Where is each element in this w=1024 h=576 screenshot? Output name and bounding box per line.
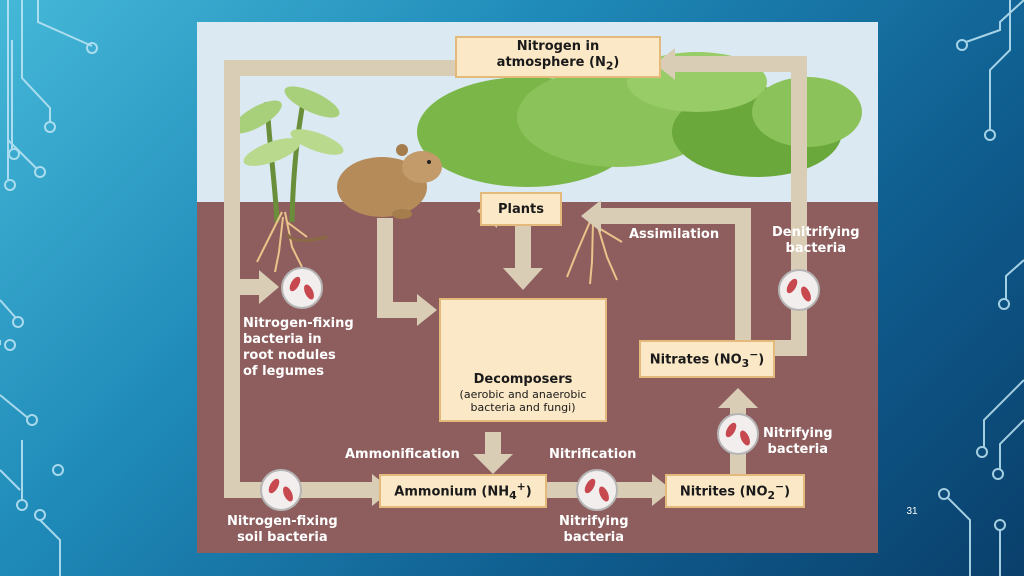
arrow-rodent-to-decomposers-head [417,294,437,326]
slide-page-number: 31 [906,506,918,517]
nitrogen-cycle-diagram: Nitrogen in atmosphere (N2) Plants Decom… [197,22,878,553]
nitrates-box: Nitrates (NO3−) [639,340,775,378]
arrow-decomp-down-head [473,454,513,474]
denitrifying-label: Denitrifying bacteria [772,225,860,256]
decomposers-sub2: bacteria and fungi) [470,401,576,414]
ammonium-box: Ammonium (NH4+) [379,474,547,508]
atmosphere-box: Nitrogen in atmosphere (N2) [455,36,661,78]
bacteria-soil [260,469,302,511]
arrow-plants-down-stem [515,222,531,270]
decomposers-sub1: (aerobic and anaerobic [459,388,587,401]
arrow-nitrification-head [652,474,672,506]
arrow-assimilation-up [735,208,751,340]
arrow-to-nodules-stem [224,279,264,295]
arrow-assimilation-head [581,200,601,232]
decomposers-title: Decomposers [473,372,573,387]
nitrification-label: Nitrification [549,447,637,462]
plants-label: Plants [498,201,544,217]
plant-roots-left [256,211,308,273]
leafy-plant-foliage [417,52,862,187]
arrow-rodent-down [377,218,393,308]
arrow-top-right-head [655,48,675,80]
nitrifying-bottom-label: Nitrifying bacteria [559,514,629,545]
nitrites-box: Nitrites (NO2−) [665,474,805,508]
arrow-top-left [224,60,459,76]
bacteria-nitrifying-bottom [576,469,618,511]
arrow-to-nodules-head [259,270,279,304]
nodules-label: Nitrogen-fixing bacteria in root nodules… [243,316,354,379]
legume-plant [232,86,344,223]
decomposers-box: Decomposers (aerobic and anaerobic bacte… [439,298,607,422]
arrow-plants-down-head [503,268,543,290]
assimilation-label: Assimilation [629,227,720,242]
arrow-rodent-to-decomposers-stem [377,302,417,318]
ammonification-label: Ammonification [345,447,460,462]
arrow-top-right-stem [667,56,807,72]
atmosphere-line2: atmosphere (N2) [496,55,620,73]
arrow-decomp-down-stem [485,432,501,458]
bacteria-nitrifying-right [717,413,759,455]
bacteria-nodules [281,267,323,309]
arrow-nitrates-to-denitrify [775,340,807,356]
arrow-nitrites-up-head [718,388,758,408]
plants-box: Plants [480,192,562,226]
nitrifying-right-label: Nitrifying bacteria [763,426,833,457]
soil-bacteria-label: Nitrogen-fixing soil bacteria [227,514,338,545]
bacteria-denitrifying [778,269,820,311]
nitrites-label: Nitrites (NO2−) [679,480,791,502]
atmosphere-line1: Nitrogen in [516,39,600,55]
ammonium-label: Ammonium (NH4+) [394,480,532,502]
rodent-illustration [285,144,442,242]
nitrates-label: Nitrates (NO3−) [649,348,765,370]
arrow-assimilation-across [597,208,751,224]
